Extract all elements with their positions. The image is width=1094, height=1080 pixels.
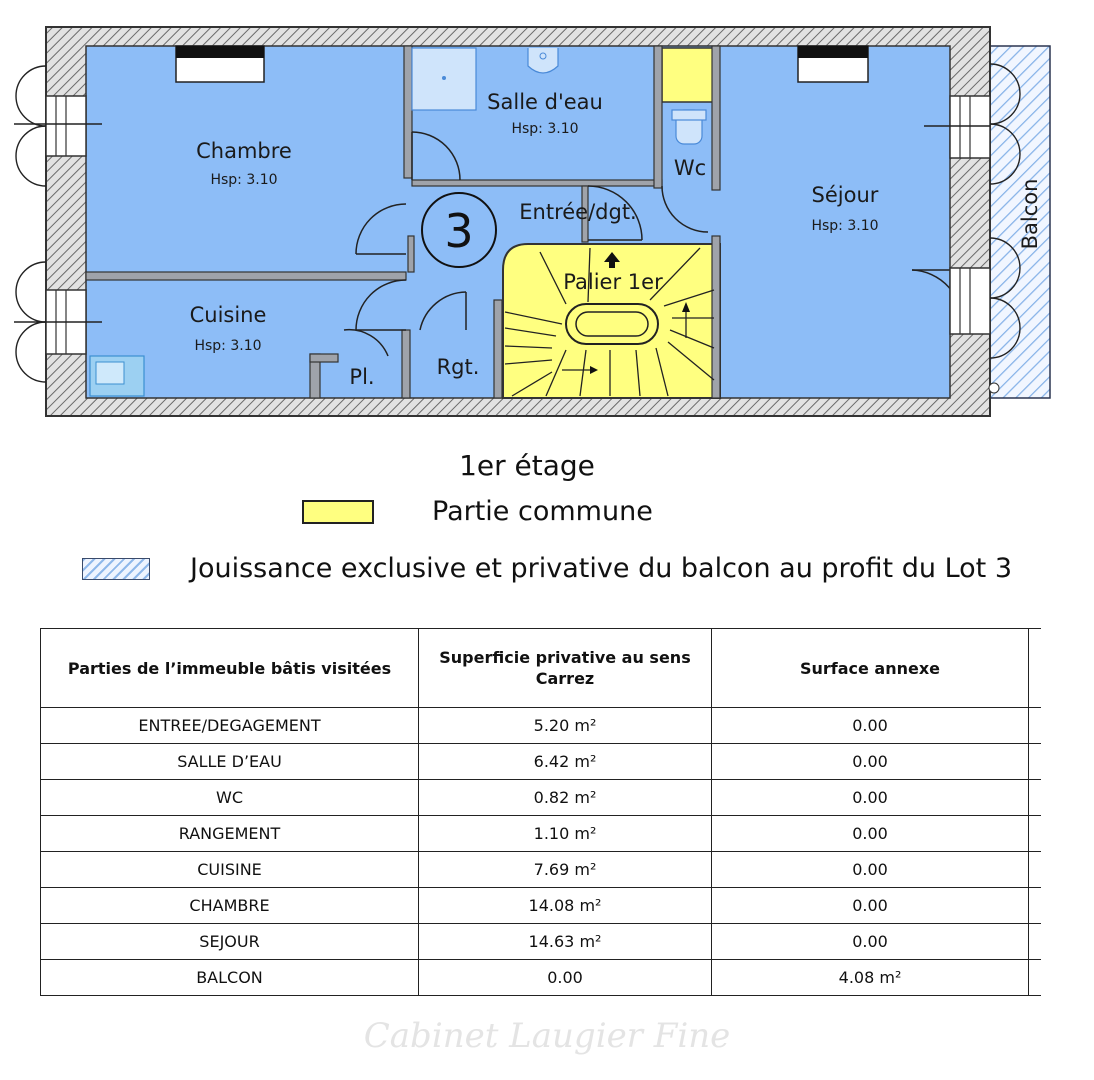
cell-extra — [1028, 851, 1041, 888]
watermark: Cabinet Laugier Fine — [363, 1016, 731, 1056]
table-header-row: Parties de l’immeuble bâtis visitées Sup… — [40, 628, 1041, 708]
cell-annexe: 0.00 — [711, 851, 1029, 888]
cell-carrez: 0.00 — [418, 959, 712, 996]
room-label-palier: Palier 1er — [563, 270, 663, 294]
cell-extra — [1028, 707, 1041, 744]
header-extra — [1028, 628, 1041, 708]
legend-balcony-swatch — [82, 557, 150, 580]
surface-table: Parties de l’immeuble bâtis visitées Sup… — [40, 628, 1041, 996]
cell-annexe: 0.00 — [711, 815, 1029, 852]
balcony-area — [989, 45, 1051, 399]
cell-extra — [1028, 887, 1041, 924]
up-arrow-icon — [604, 252, 620, 268]
room-label-wc: Wc — [674, 156, 706, 180]
cell-annexe: 4.08 m² — [711, 959, 1029, 996]
cell-extra — [1028, 743, 1041, 780]
legend-balcony-label: Jouissance exclusive et privative du bal… — [190, 553, 1012, 584]
room-hsp-salle-eau: Hsp: 3.10 — [511, 121, 578, 137]
cell-annexe: 0.00 — [711, 779, 1029, 816]
legend-common-label: Partie commune — [432, 496, 653, 527]
interior-walls — [85, 45, 721, 399]
room-hsp-sejour: Hsp: 3.10 — [811, 218, 878, 234]
cell-room: WC — [40, 779, 419, 816]
cell-extra — [1028, 815, 1041, 852]
room-label-sejour: Séjour — [812, 183, 879, 207]
cell-annexe: 0.00 — [711, 743, 1029, 780]
cell-room: RANGEMENT — [40, 815, 419, 852]
cell-carrez: 14.08 m² — [418, 887, 712, 924]
cell-annexe: 0.00 — [711, 887, 1029, 924]
room-hsp-chambre: Hsp: 3.10 — [210, 172, 277, 188]
cell-room: SALLE D’EAU — [40, 743, 419, 780]
room-label-chambre: Chambre — [196, 139, 292, 163]
header-surface-annexe: Surface annexe — [711, 628, 1029, 708]
fixtures — [89, 45, 1000, 397]
cell-extra — [1028, 779, 1041, 816]
room-label-balcon: Balcon — [1018, 179, 1042, 250]
cell-carrez: 1.10 m² — [418, 815, 712, 852]
header-parties: Parties de l’immeuble bâtis visitées — [40, 628, 419, 708]
wc-shaft — [661, 47, 719, 103]
cell-room: CHAMBRE — [40, 887, 419, 924]
room-label-cuisine: Cuisine — [190, 303, 267, 327]
legend-common-swatch — [302, 499, 374, 524]
room-label-placard: Pl. — [349, 365, 374, 389]
header-superficie: Superficie privative au sens Carrez — [418, 628, 712, 708]
room-label-salle-eau: Salle d'eau — [487, 90, 603, 114]
room-label-rangement: Rgt. — [437, 355, 480, 379]
staircase — [504, 247, 715, 397]
cell-room: SEJOUR — [40, 923, 419, 960]
cell-room: BALCON — [40, 959, 419, 996]
cell-carrez: 6.42 m² — [418, 743, 712, 780]
cell-room: CUISINE — [40, 851, 419, 888]
windows — [14, 95, 991, 355]
cell-carrez: 5.20 m² — [418, 707, 712, 744]
interior-private — [85, 45, 951, 399]
cell-carrez: 0.82 m² — [418, 779, 712, 816]
floor-title: 1er étage — [459, 449, 595, 482]
window-swings — [15, 63, 1021, 383]
lot-number-circle — [421, 192, 497, 268]
legend-common: Partie commune — [302, 496, 653, 527]
cell-extra — [1028, 959, 1041, 996]
cell-annexe: 0.00 — [711, 923, 1029, 960]
lot-number: 3 — [444, 204, 473, 258]
cell-carrez: 7.69 m² — [418, 851, 712, 888]
cell-carrez: 14.63 m² — [418, 923, 712, 960]
cell-room: ENTREE/DEGAGEMENT — [40, 707, 419, 744]
cell-annexe: 0.00 — [711, 707, 1029, 744]
room-label-entree: Entrée/dgt. — [519, 200, 636, 224]
room-hsp-cuisine: Hsp: 3.10 — [194, 338, 261, 354]
floor-plan: 3 Chambre Hsp: 3.10 Salle d'eau Hsp: 3.1… — [0, 0, 1094, 430]
legend-balcony: Jouissance exclusive et privative du bal… — [82, 553, 1012, 584]
cell-extra — [1028, 923, 1041, 960]
